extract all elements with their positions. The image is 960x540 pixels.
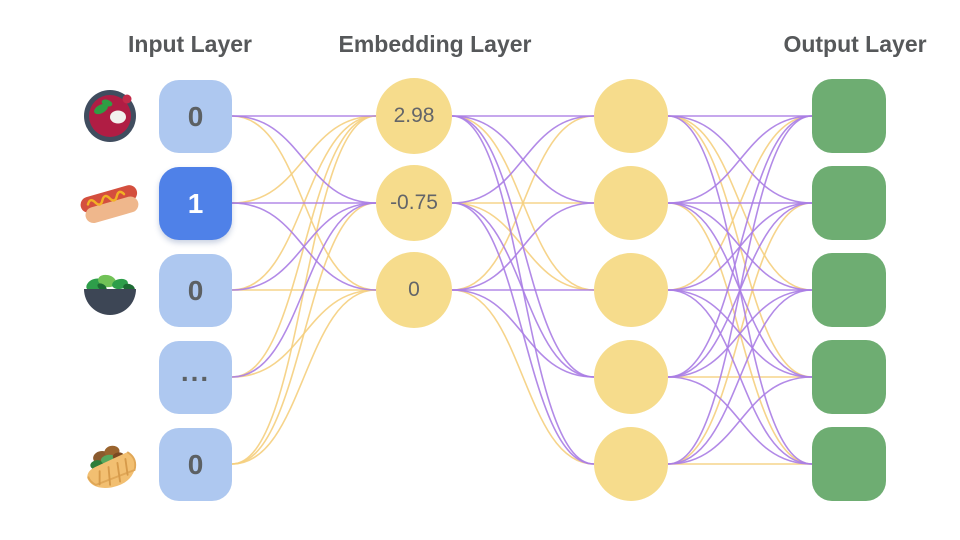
input-node-4: ...: [159, 341, 232, 414]
embedding-node-3: 0: [376, 252, 452, 328]
wire-purple: [231, 115, 377, 204]
output-layer-title: Output Layer: [783, 31, 927, 57]
wire-yellow: [231, 289, 377, 465]
wire-purple: [667, 289, 813, 378]
input-node-1: 0: [159, 80, 232, 153]
output-node-3: [812, 253, 886, 327]
wire-yellow: [231, 202, 377, 465]
input-node-2: 1: [159, 167, 232, 240]
output-node-5: [812, 427, 886, 501]
input-node-1-value: 0: [187, 100, 204, 132]
wire-purple: [667, 115, 813, 378]
wire-purple: [451, 202, 595, 291]
wire-purple: [667, 376, 813, 465]
wire-yellow: [451, 289, 595, 465]
wire-purple: [667, 115, 813, 465]
input-node-3-value: 0: [187, 274, 204, 306]
input-node-4-value: ...: [180, 355, 211, 387]
input-node-2-value: 1: [187, 187, 204, 219]
hidden-node-5: [594, 427, 668, 501]
input-node-5-value: 0: [187, 448, 204, 480]
input-node-5: 0: [159, 428, 232, 501]
wire-purple: [231, 202, 377, 378]
embedding-node-1-value: 2.98: [393, 104, 435, 127]
wire-purple: [667, 289, 813, 465]
output-node-2: [812, 166, 886, 240]
embedding-layer-title: Embedding Layer: [338, 31, 532, 57]
pita-icon: [87, 445, 137, 488]
input-layer-title: Input Layer: [128, 31, 252, 57]
input-node-3: 0: [159, 254, 232, 327]
hidden-node-2: [594, 166, 668, 240]
wire-purple: [451, 289, 595, 378]
hotdog-icon: [80, 185, 139, 224]
hidden-node-4: [594, 340, 668, 414]
soup-bowl-icon: [84, 90, 136, 142]
salad-bowl-icon: [84, 274, 136, 315]
hidden-node-3: [594, 253, 668, 327]
embedding-node-2-value: -0.75: [390, 191, 438, 214]
embedding-node-3-value: 0: [408, 278, 420, 301]
embedding-node-2: -0.75: [376, 165, 452, 241]
hidden-node-1: [594, 79, 668, 153]
wire-purple: [451, 115, 595, 204]
wire-yellow: [451, 115, 595, 291]
embedding-node-1: 2.98: [376, 78, 452, 154]
wire-purple: [667, 115, 813, 204]
output-node-1: [812, 79, 886, 153]
wire-purple: [231, 202, 377, 291]
output-node-4: [812, 340, 886, 414]
